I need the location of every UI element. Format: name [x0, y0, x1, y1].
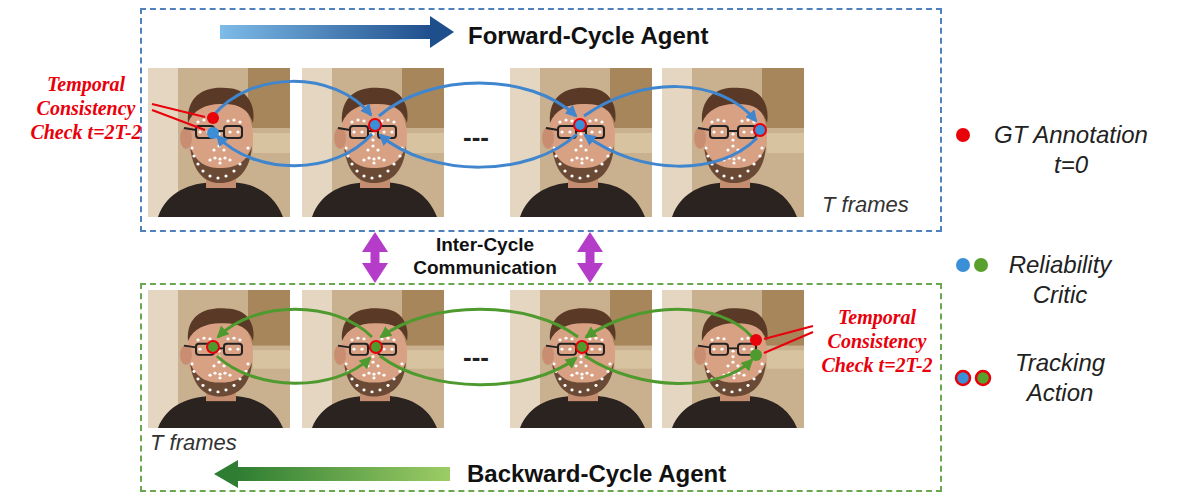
critic-dot [750, 349, 762, 361]
frame-count: T frames [822, 192, 909, 218]
ellipsis: --- [463, 122, 489, 152]
leader-line [152, 110, 205, 130]
consistency-note: Temporal Consistency Check t=2T-2 [813, 305, 941, 377]
leader-line [764, 326, 813, 339]
tracking-arc [586, 309, 752, 337]
video-frame [510, 290, 652, 428]
critic-dot [207, 127, 219, 139]
action-dot [754, 124, 766, 136]
leader-line [764, 332, 813, 353]
action-dot [574, 119, 586, 131]
communication-arrow [586, 252, 595, 263]
tracking-arc [379, 83, 576, 116]
frame-count: T frames [150, 430, 237, 456]
tracking-arc [584, 87, 756, 121]
tracking-arcs [217, 309, 752, 385]
communication-label: Inter-Cycle Communication [397, 233, 573, 279]
tracking-arc [217, 356, 370, 383]
legend-dot [956, 371, 970, 385]
action-dot [207, 341, 219, 353]
tracking-arc [217, 134, 372, 166]
arrow-shaft [220, 25, 432, 39]
agent-title: Backward-Cycle Agent [467, 460, 726, 488]
legend-text: Reliability Critic [995, 250, 1125, 310]
legend-dot [976, 371, 990, 385]
forward-arrow [220, 16, 454, 48]
tracking-arc [381, 309, 578, 337]
gt-dot [750, 334, 762, 346]
gt-dot [207, 112, 219, 124]
action-dot [370, 341, 382, 353]
ellipsis: --- [463, 342, 489, 372]
tracking-arcs [213, 81, 757, 167]
arrow-shaft [236, 467, 450, 481]
dashed-region: Forward-Cycle Agent T frames [140, 8, 942, 232]
backward-arrow [214, 460, 450, 488]
action-dot [576, 341, 588, 353]
action-dot [369, 119, 381, 131]
legend-swatch [956, 128, 970, 142]
tracking-arc [213, 81, 371, 116]
video-frame [302, 68, 444, 217]
arrow-head [214, 460, 238, 488]
tracking-arc [218, 309, 372, 337]
video-frame [148, 68, 290, 217]
tracking-arc [585, 356, 752, 384]
consistency-note: Temporal Consistency Check t=2T-2 [22, 72, 150, 144]
tracking-arc [585, 135, 757, 166]
legend-dot [974, 258, 988, 272]
agent-title: Forward-Cycle Agent [468, 22, 708, 50]
legend-text: GT Annotation t=0 [986, 120, 1156, 180]
legend-dot [956, 258, 970, 272]
legend-text: Tracking Action [1000, 348, 1120, 408]
video-frame [662, 68, 804, 217]
communication-arrow [371, 252, 380, 263]
arrow-head [430, 16, 454, 48]
dashed-region: T framesBackward-Cycle Agent [140, 283, 942, 492]
leader-line [152, 104, 205, 117]
